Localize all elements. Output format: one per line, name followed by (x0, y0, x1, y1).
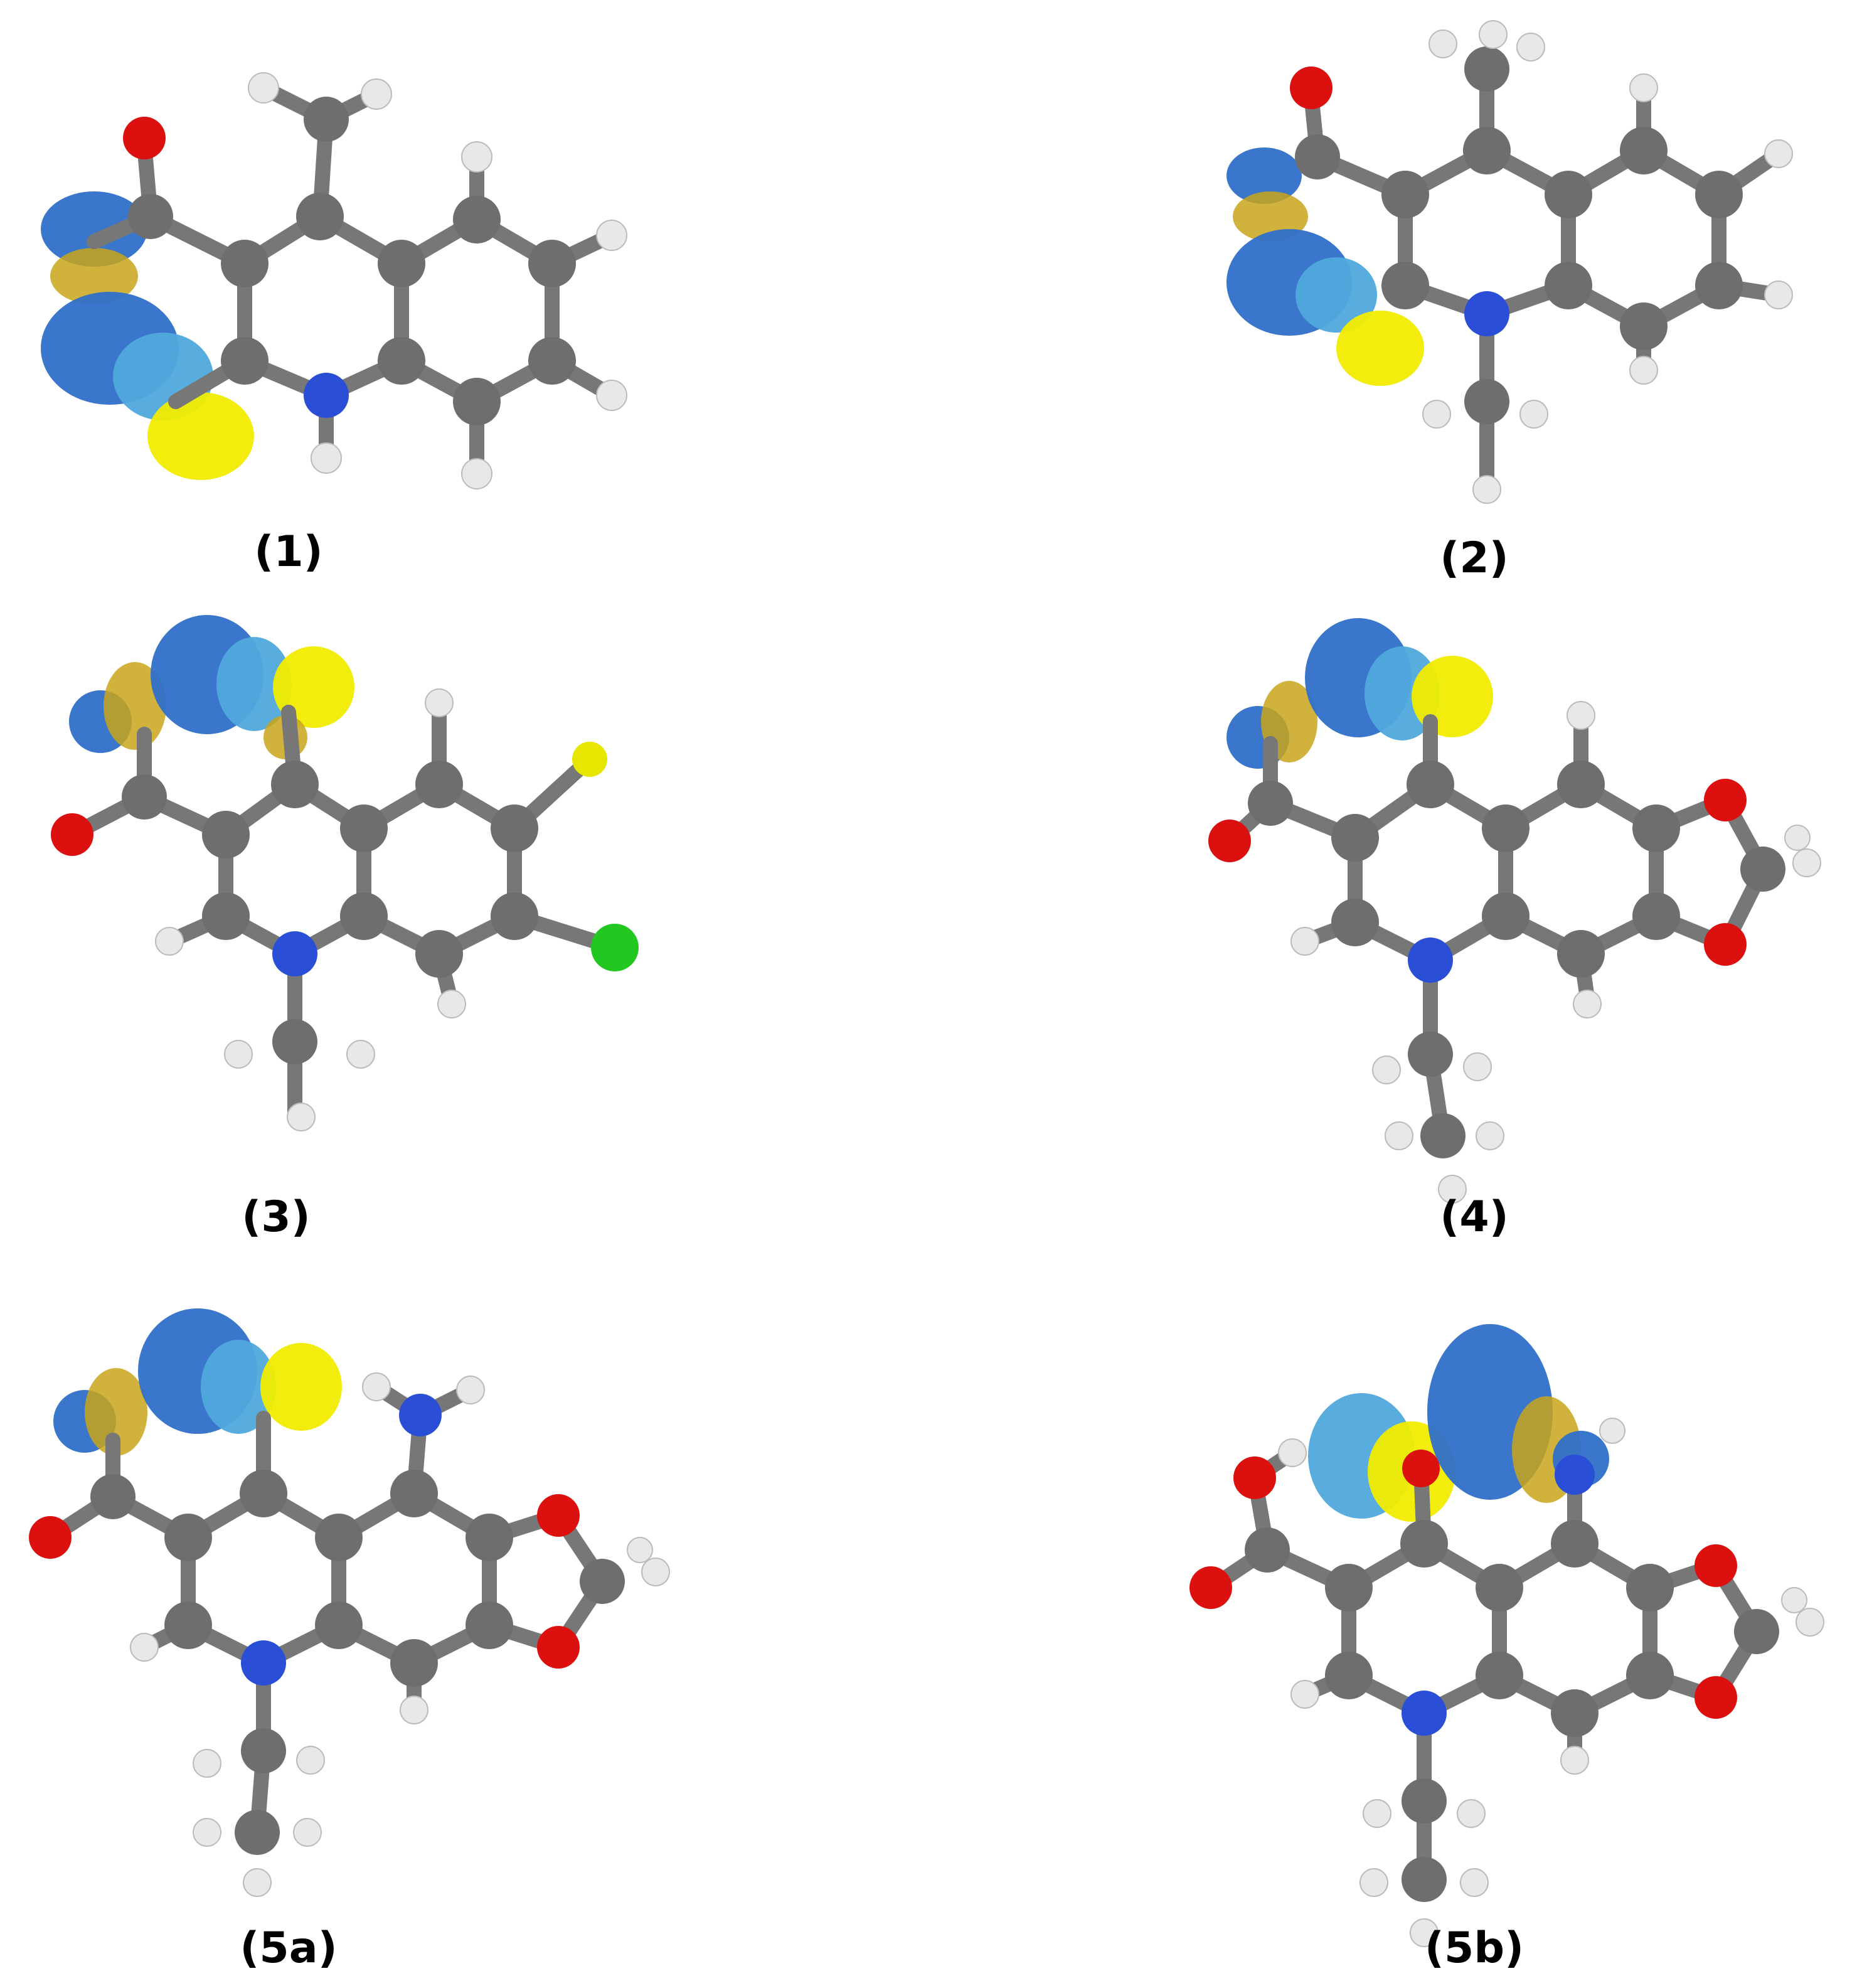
molecule-5a-with-orbital (29, 1308, 670, 1897)
panel-label: (5a) (240, 1923, 338, 1973)
atoms (51, 688, 639, 1131)
panel-5a: (5a) (0, 1293, 878, 1988)
orbital-lobe-gold (104, 662, 166, 750)
orbital-lobe-blue (41, 191, 147, 267)
orbital-lobe-yellow (1336, 311, 1424, 386)
panel-label: (5b) (1424, 1923, 1524, 1973)
orbital-lobe-gold (85, 1368, 147, 1456)
panel-1: (1) (0, 0, 878, 602)
molecule-3-with-orbital (51, 615, 639, 1131)
orbital-lobe-yellow (147, 392, 254, 480)
atoms (29, 1372, 670, 1897)
orbital-lobe-lightblue (201, 1340, 276, 1434)
panel-label: (3) (242, 1192, 311, 1242)
panel-label: (2) (1440, 533, 1509, 583)
panel-label: (1) (254, 527, 323, 577)
atoms (123, 72, 627, 489)
molecule-1-with-orbital (41, 72, 627, 489)
orbital-lobes (1226, 147, 1424, 386)
atoms (1189, 1418, 1824, 1947)
orbital-lobe-lightblue (216, 637, 292, 731)
orbital-lobes (53, 1308, 342, 1456)
panel-label: (4) (1440, 1192, 1509, 1242)
panel-5b: (5b) (928, 1293, 1862, 1988)
orbital-lobe-lightblue (1295, 257, 1377, 333)
atoms (1290, 20, 1793, 504)
panel-2: (2) (928, 0, 1862, 602)
orbital-lobe-gold (50, 248, 138, 304)
orbital-lobe-blue (1226, 147, 1302, 204)
molecule-2-with-orbital (1226, 20, 1793, 504)
molecule-5b-with-orbital (1189, 1324, 1824, 1947)
panel-4: (4) (928, 602, 1862, 1268)
orbital-lobes (69, 615, 354, 759)
orbital-lobe-yellow (260, 1343, 342, 1431)
panel-3: (3) (0, 602, 878, 1268)
orbital-lobes (1308, 1324, 1609, 1522)
molecule-4-with-orbital (1208, 618, 1821, 1204)
atoms (1208, 701, 1821, 1204)
